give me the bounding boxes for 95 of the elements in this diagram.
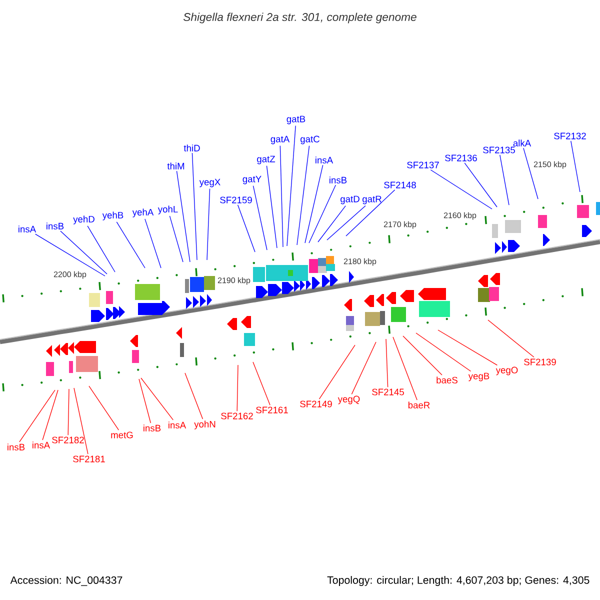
gene-label: yegX (199, 178, 220, 188)
leader-line (304, 164, 324, 244)
gene-label: baeS (436, 376, 458, 384)
leader-line (206, 188, 210, 260)
gene-label: gatY (242, 176, 262, 184)
leader-line (308, 184, 336, 244)
leader-line (326, 205, 366, 240)
leader-line (351, 342, 376, 395)
gene-label: alkA (513, 140, 532, 146)
leader-line (88, 386, 120, 430)
leader-line (286, 125, 296, 246)
leader-line (402, 336, 442, 376)
gene-label: thiD (184, 144, 200, 152)
gene-label: SF2132 (554, 132, 586, 140)
scale-label: 2160 kbp (444, 212, 476, 220)
gene-label: gatA (270, 136, 290, 144)
leader-line (252, 185, 268, 250)
gene-label: metG (111, 432, 133, 438)
gene-label: insA (18, 226, 36, 232)
gene-label: SF2135 (483, 146, 515, 154)
leader-line (87, 226, 116, 272)
leader-line (416, 332, 472, 372)
leader-line (237, 204, 256, 252)
gene-label: insA (32, 442, 50, 448)
leader-line (488, 320, 534, 358)
scale-label: 2190 kbp (218, 277, 250, 285)
leader-line (386, 338, 388, 388)
leader-line (68, 388, 70, 436)
leader-line (169, 216, 184, 262)
leader-line (116, 222, 146, 268)
gene-label: thiM (167, 162, 184, 170)
title: Shigella flexneri 2a str. 301, complete genome (183, 12, 416, 24)
leader-line (430, 170, 492, 210)
leader-line (438, 330, 498, 366)
gene-label: yehD (73, 216, 94, 224)
gene-label: yehA (132, 208, 154, 218)
scale-label: 2200 kbp (54, 271, 86, 279)
leader-line (266, 165, 278, 248)
leader-line (570, 140, 580, 192)
gene-label: SF2162 (221, 412, 253, 420)
gene-label: yohN (194, 420, 216, 430)
gene-label: yegB (468, 372, 490, 382)
scale-label: 2150 kbp (534, 161, 566, 169)
gene-label: SF2161 (256, 406, 288, 414)
gene-label: SF2136 (445, 154, 477, 162)
gene-label: baeR (408, 402, 430, 408)
leader-line (296, 146, 310, 246)
leader-line (144, 218, 162, 268)
gene-label: insB (8, 444, 25, 450)
leader-line (140, 378, 174, 420)
gene-label: yohL (158, 206, 178, 214)
gene-label: gatC (300, 136, 320, 144)
scale-label: 2170 kbp (384, 221, 416, 229)
gene-label: SF2159 (220, 196, 252, 204)
gene-label: gatD (340, 196, 360, 204)
gene-label: gatZ (257, 156, 276, 164)
leader-line (392, 336, 418, 400)
scale-label: 2180 kbp (344, 258, 376, 266)
gene-label: SF2182 (52, 436, 84, 444)
leader-line (318, 344, 356, 400)
leader-line (184, 372, 204, 420)
gene-label: insA (316, 156, 334, 164)
leader-line (60, 230, 108, 274)
gene-label: insA (168, 422, 186, 428)
leader-line (236, 364, 238, 412)
leader-line (318, 205, 346, 242)
leader-line (35, 234, 106, 276)
leader-line (74, 388, 88, 454)
gene-label: gatR (362, 196, 382, 204)
gene-label: yegO (496, 366, 518, 376)
gene-label: insB (46, 222, 64, 230)
gene-label: SF2149 (300, 400, 332, 408)
footer-text: Accession: NC_004337 (10, 576, 122, 586)
leader-line (523, 148, 538, 200)
leader-line (346, 190, 396, 236)
gene-label: yehB (102, 212, 124, 220)
gene-label: insB (144, 424, 161, 432)
leader-line (464, 162, 498, 208)
leader-line (280, 145, 284, 248)
gene-label: SF2137 (407, 162, 439, 168)
leader-line (500, 154, 510, 206)
footer-text: Topology: circular; Length: 4,607,203 bp; Genes: 4,305 (327, 576, 590, 586)
gene-label: SF2148 (384, 182, 416, 188)
leader-line (192, 152, 198, 260)
gene-label: SF2139 (524, 358, 556, 366)
leader-line (176, 170, 190, 262)
leader-line (42, 390, 58, 440)
gene-label: SF2145 (372, 388, 404, 396)
leader-line (138, 378, 151, 424)
leader-line (252, 362, 270, 406)
leader-line (19, 390, 56, 442)
gene-label: gatB (286, 116, 306, 124)
gene-label: SF2181 (73, 456, 105, 462)
gene-label: insB (330, 176, 347, 184)
gene-label: yegQ (338, 396, 360, 404)
